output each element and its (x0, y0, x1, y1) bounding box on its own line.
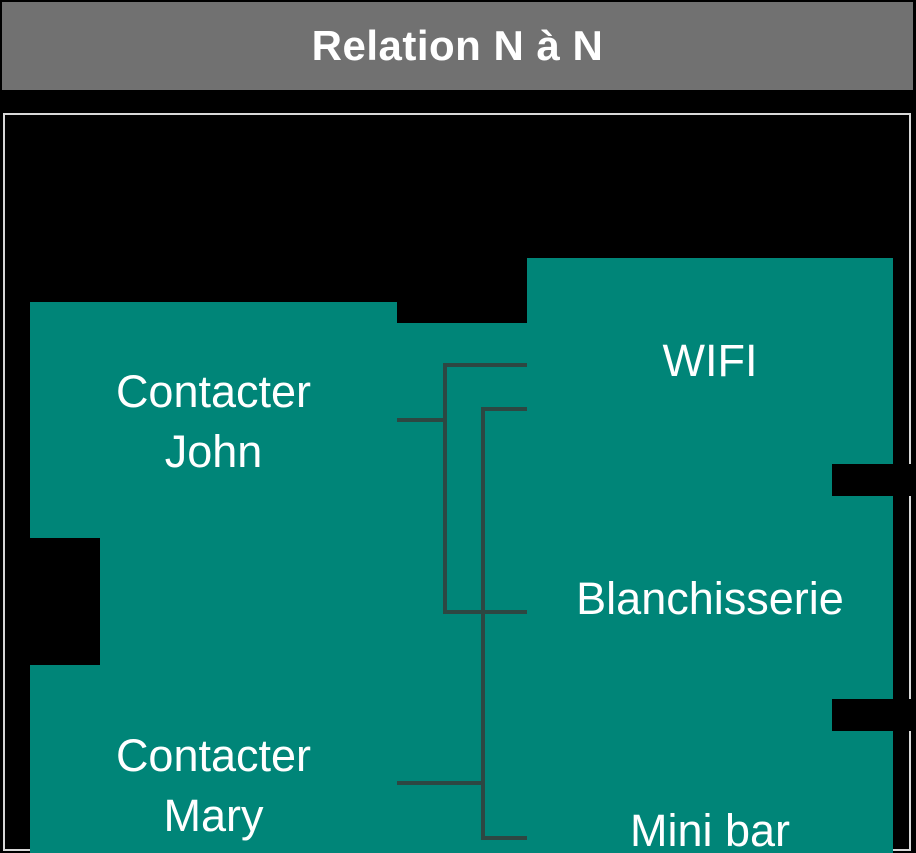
diagram-panel: Contacter John Contacter Mary WIFI Blanc… (3, 113, 914, 853)
connector-mary-to-wifi (481, 407, 527, 411)
entity-label-contacter-mary: Contacter Mary (30, 726, 397, 846)
entity-label-wifi: WIFI (662, 335, 758, 386)
entity-label-mary-line2: Mary (163, 790, 264, 841)
entity-label-blanchisserie: Blanchisserie (576, 573, 844, 624)
background-notch-right-top (832, 464, 914, 496)
connector-mary-stub (397, 781, 485, 785)
entity-label-john-line1: Contacter (115, 366, 312, 417)
connector-channel-fill (397, 323, 527, 853)
diagram-title: Relation N à N (311, 22, 604, 69)
title-bar: Relation N à N (2, 2, 913, 90)
connector-mary-to-minibar (481, 836, 527, 840)
connector-john-stub (397, 418, 447, 422)
entity-block-right-column (527, 258, 893, 853)
entity-label-contacter-john: Contacter John (30, 362, 397, 482)
connector-john-vertical (443, 363, 447, 614)
entity-label-mary-line1: Contacter (115, 730, 312, 781)
background-notch-left (10, 538, 100, 665)
entity-label-mini-bar: Mini bar (629, 805, 791, 853)
connector-mary-vertical (481, 407, 485, 840)
background-notch-right-bottom (832, 699, 914, 731)
connector-john-to-blanchisserie (443, 610, 527, 614)
connector-john-to-wifi (443, 363, 527, 367)
entity-label-john-line2: John (164, 426, 263, 477)
